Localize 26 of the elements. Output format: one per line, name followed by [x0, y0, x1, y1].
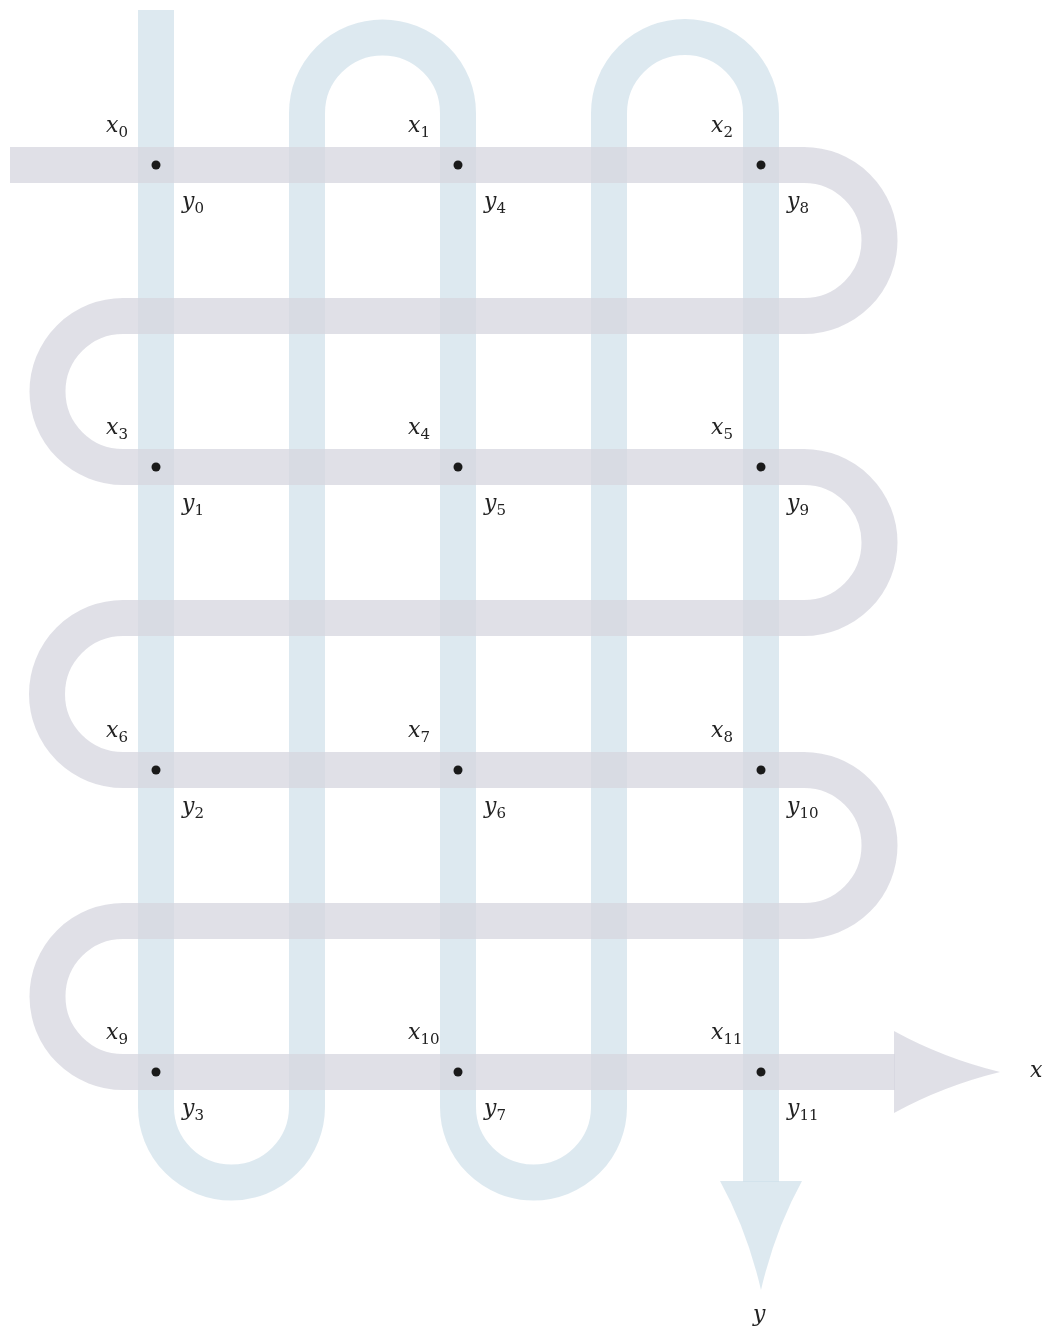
point-label: y$_{3}$ — [182, 1096, 204, 1127]
point-label: x$_{3}$ — [106, 415, 128, 446]
point-label: x$_{8}$ — [711, 718, 733, 749]
axis-label: x — [1030, 1058, 1043, 1082]
point-label: x$_{2}$ — [711, 113, 733, 144]
point-label: y$_{10}$ — [787, 794, 819, 825]
point-label: x$_{1}$ — [408, 113, 430, 144]
point-label: y$_{2}$ — [182, 794, 204, 825]
point-label: y$_{7}$ — [484, 1096, 506, 1127]
point-label: y$_{5}$ — [484, 491, 506, 522]
point-label: x$_{9}$ — [106, 1020, 128, 1051]
point-label: y$_{6}$ — [484, 794, 506, 825]
point-label: y$_{0}$ — [182, 189, 204, 220]
point-label: y$_{11}$ — [787, 1096, 819, 1127]
point-label: y$_{9}$ — [787, 491, 809, 522]
point-label: x$_{5}$ — [711, 415, 733, 446]
point-label: y$_{1}$ — [182, 491, 204, 522]
point-label: x$_{7}$ — [408, 718, 430, 749]
point-label: x$_{6}$ — [106, 718, 128, 749]
point-label: y$_{4}$ — [484, 189, 506, 220]
point-label: x$_{0}$ — [106, 113, 128, 144]
point-label: x$_{11}$ — [711, 1020, 743, 1051]
point-label: x$_{4}$ — [408, 415, 430, 446]
point-label: y$_{8}$ — [787, 189, 809, 220]
axis-label: y — [753, 1302, 766, 1326]
point-label: x$_{10}$ — [408, 1020, 440, 1051]
